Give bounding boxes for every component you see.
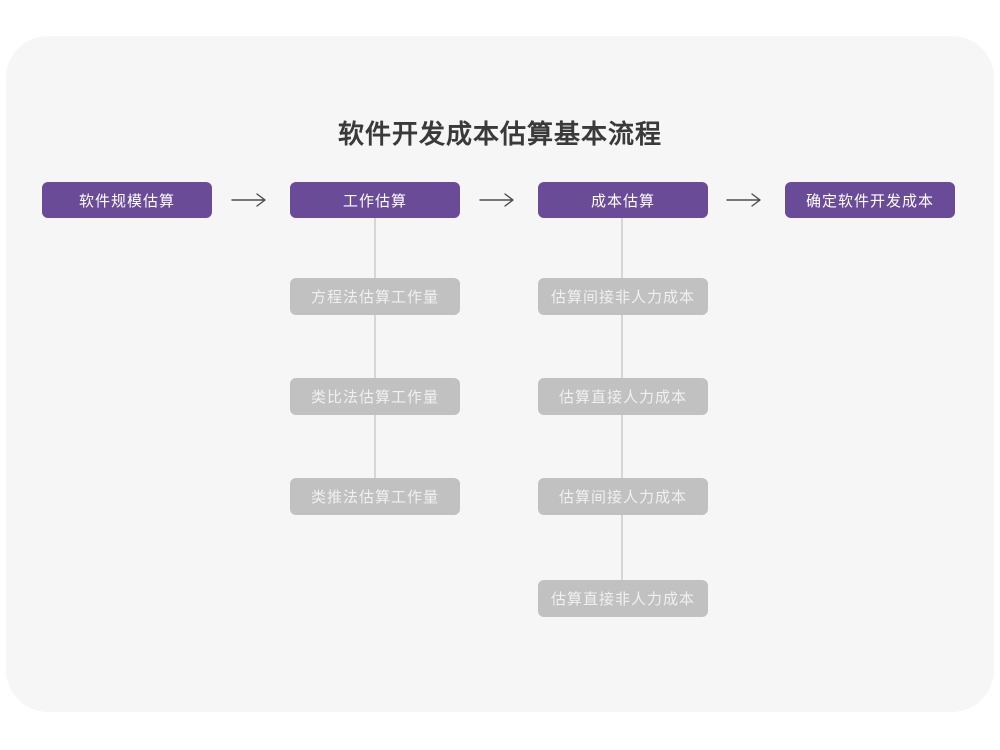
substep-node: 类推法估算工作量 [290, 478, 460, 515]
substep-node: 估算间接人力成本 [538, 478, 708, 515]
flow-step-label: 成本估算 [590, 192, 655, 210]
substep-node: 估算直接人力成本 [538, 378, 708, 415]
connector-line-work [374, 218, 376, 490]
substep-label: 估算直接人力成本 [558, 389, 687, 406]
flow-step-work-estimation: 工作估算 [290, 182, 460, 218]
flow-step-cost-estimation: 成本估算 [538, 182, 708, 218]
substep-node: 估算间接非人力成本 [538, 278, 708, 315]
diagram-canvas [6, 36, 994, 712]
substep-label: 方程法估算工作量 [310, 289, 439, 306]
substep-node: 估算直接非人力成本 [538, 580, 708, 617]
substep-label: 估算间接人力成本 [558, 489, 687, 506]
flow-step-label: 工作估算 [342, 192, 407, 210]
substep-node: 类比法估算工作量 [290, 378, 460, 415]
diagram-title: 软件开发成本估算基本流程 [337, 119, 662, 150]
substep-label: 估算间接非人力成本 [550, 289, 695, 306]
flow-step-determine-software-dev-cost: 确定软件开发成本 [785, 182, 955, 218]
arrow-right-icon [726, 193, 761, 207]
flow-step-label: 软件规模估算 [78, 192, 175, 210]
arrow-right-icon [479, 193, 514, 207]
substep-node: 方程法估算工作量 [290, 278, 460, 315]
substep-label: 类推法估算工作量 [310, 489, 439, 506]
substep-label: 类比法估算工作量 [310, 389, 439, 406]
arrow-right-icon [231, 193, 266, 207]
flow-step-software-scale-estimation: 软件规模估算 [42, 182, 212, 218]
flow-step-label: 确定软件开发成本 [805, 192, 934, 210]
substep-label: 估算直接非人力成本 [550, 591, 695, 608]
